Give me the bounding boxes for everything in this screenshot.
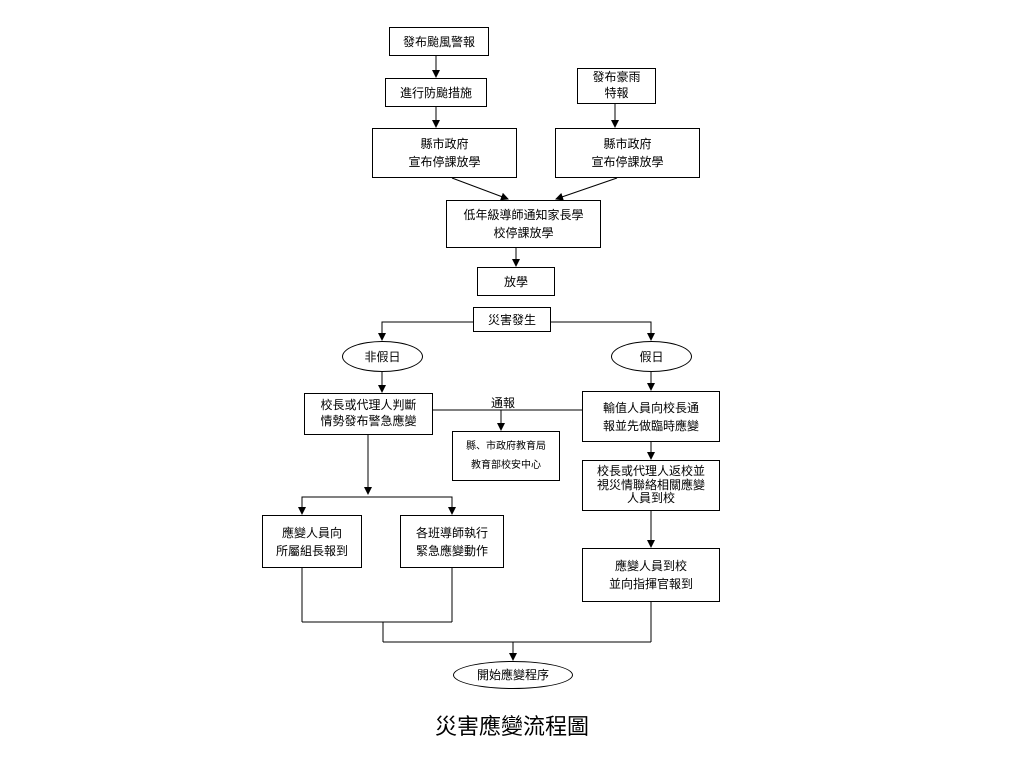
diagram-title: 災害應變流程圖 — [434, 715, 589, 740]
node-rain-warning: 發布豪雨 特報 — [577, 68, 656, 104]
node-staff-to-school: 應變人員到校 並向指揮官報到 — [582, 548, 720, 602]
node-principal-return: 校長或代理人返校並 視災情聯絡相關應變 人員到校 — [582, 460, 720, 511]
arrow-disaster-to-holiday — [551, 321, 655, 341]
arrow-branch-to-teachers — [368, 496, 456, 515]
arrow-branch-to-staff-report — [298, 496, 368, 515]
node-typhoon-prep: 進行防颱措施 — [385, 78, 487, 107]
node-non-holiday: 非假日 — [342, 341, 423, 372]
arrow-disaster-to-non-holiday — [378, 321, 473, 341]
arrow-gov-right-to-notify — [555, 177, 618, 201]
node-disaster-occurs: 災害發生 — [473, 307, 551, 332]
node-duty-report: 輸值人員向校長通 報並先做臨時應變 — [582, 391, 720, 442]
node-gov-announce-right: 縣市政府 宣布停課放學 — [555, 128, 700, 178]
node-principal-judge: 校長或代理人判斷 情勢發布警急應變 — [304, 393, 433, 435]
arrow-gov-left-to-notify — [451, 177, 509, 201]
node-teachers-action: 各班導師執行 緊急應變動作 — [400, 515, 504, 568]
node-gov-announce-left: 縣市政府 宣布停課放學 — [372, 128, 517, 178]
node-education-bureau: 縣、市政府教育局 教育部校安中心 — [452, 431, 560, 481]
node-staff-report-group: 應變人員向 所屬組長報到 — [262, 515, 362, 568]
edge-label-report: 通報 — [491, 396, 516, 410]
node-notify-parents: 低年級導師通知家長學 校停課放學 — [446, 200, 601, 248]
node-dismiss: 放學 — [477, 267, 555, 296]
node-start-response: 開始應變程序 — [453, 661, 573, 689]
node-typhoon-warning: 發布颱風警報 — [389, 27, 489, 56]
node-holiday: 假日 — [611, 341, 692, 372]
